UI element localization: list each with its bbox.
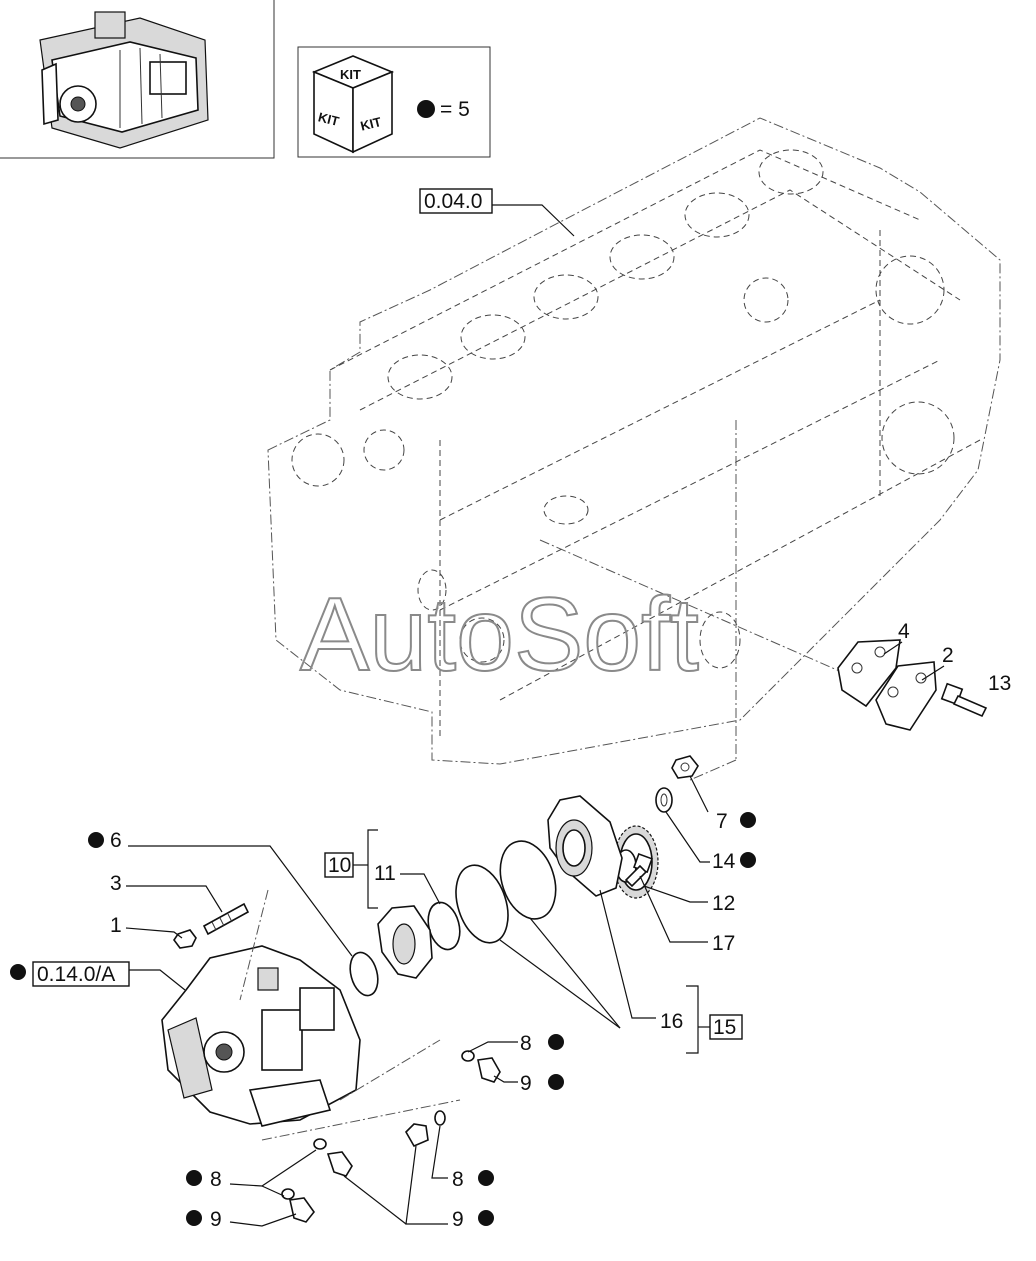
kit-face-left: KIT (317, 109, 341, 129)
part-washer-14 (655, 787, 673, 813)
part-nut-1 (173, 929, 197, 949)
callout-8c-label: 8 (210, 1168, 222, 1191)
part-seal-8a (461, 1050, 475, 1062)
callout-3-label: 3 (110, 872, 122, 895)
part-screw-17 (624, 853, 653, 888)
bullet-icon (478, 1210, 494, 1226)
callout-8c: 8 (186, 1149, 317, 1197)
ref-pump-label: 0.14.0/A (37, 963, 115, 986)
callout-7-label: 7 (716, 810, 728, 833)
part-oring-16a (499, 840, 557, 920)
engine-thumbnail-illustration (39, 11, 209, 149)
callout-9c: 9 (186, 1208, 297, 1231)
callout-17: 17 (639, 875, 735, 955)
group-15-label: 15 (713, 1016, 736, 1039)
callout-4: 4 (883, 620, 910, 655)
callout-2-label: 2 (942, 644, 954, 667)
part-seal-8d (281, 1188, 295, 1200)
kit-legend-value: = 5 (440, 98, 470, 121)
callout-8a-label: 8 (520, 1032, 532, 1055)
part-nut-7 (671, 755, 699, 779)
bullet-icon (548, 1074, 564, 1090)
bullet-icon (548, 1034, 564, 1050)
callout-16-label: 16 (660, 1010, 683, 1033)
part-hub-10 (377, 905, 433, 979)
callout-12-label: 12 (712, 892, 735, 915)
kit-face-right: KIT (359, 114, 383, 134)
callout-1: 1 (110, 914, 183, 939)
kit-cube-icon: KIT KIT KIT (311, 55, 395, 154)
engine-block-outline (267, 117, 1001, 781)
bullet-icon (10, 964, 26, 980)
bullet-icon (186, 1170, 202, 1186)
engine-thumbnail-panel (0, 0, 275, 159)
group-10: 10 (324, 829, 378, 909)
callout-9a: 9 (493, 1072, 564, 1095)
bullet-icon (478, 1170, 494, 1186)
callout-8b-label: 8 (452, 1168, 464, 1191)
part-plate-2 (875, 661, 937, 731)
kit-bullet-icon (417, 100, 435, 118)
ref-block-label: 0.04.0 (424, 190, 482, 213)
callout-8b: 8 (431, 1125, 494, 1191)
callout-9a-label: 9 (520, 1072, 532, 1095)
group-10-label: 10 (328, 854, 351, 877)
part-plug-9b (405, 1123, 429, 1148)
part-stud-3 (202, 902, 250, 936)
callout-6-label: 6 (110, 829, 122, 852)
part-plug-9d (289, 1197, 316, 1223)
part-flange-16 (547, 795, 623, 897)
callout-14-label: 14 (712, 850, 736, 873)
callout-8a: 8 (467, 1032, 564, 1055)
callout-12: 12 (643, 885, 735, 915)
watermark-text: AutoSoft (300, 577, 699, 693)
callout-17-label: 17 (712, 932, 735, 955)
kit-face-top: KIT (340, 67, 361, 82)
part-oring-6 (349, 951, 379, 997)
part-seal-8b (434, 1110, 446, 1126)
part-plug-9a (477, 1057, 501, 1083)
bullet-icon (740, 812, 756, 828)
part-plug-9c (326, 1151, 353, 1177)
callout-14: 14 (665, 811, 756, 873)
callout-1-label: 1 (110, 914, 122, 937)
callout-13: 13 (988, 672, 1011, 695)
callout-2: 2 (921, 644, 954, 681)
part-seal-8c (313, 1138, 327, 1150)
part-screw-13 (940, 682, 988, 718)
callout-6: 6 (88, 829, 353, 957)
group-15: 15 (686, 985, 743, 1054)
callout-16: 16 (499, 889, 683, 1033)
callout-13-label: 13 (988, 672, 1011, 695)
bullet-icon (88, 832, 104, 848)
part-oring-16b (455, 864, 509, 944)
callout-9b-label: 9 (452, 1208, 464, 1231)
callout-3: 3 (110, 872, 223, 913)
kit-legend-box: KIT KIT KIT = 5 (297, 46, 491, 158)
part-high-pressure-pump (161, 889, 461, 1141)
callout-4-label: 4 (898, 620, 910, 643)
bullet-icon (740, 852, 756, 868)
callout-11: 11 (374, 862, 441, 905)
callout-7: 7 (689, 775, 756, 833)
bullet-icon (186, 1210, 202, 1226)
ref-pump: 0.14.0/A (10, 961, 186, 991)
callout-9c-label: 9 (210, 1208, 222, 1231)
ref-block: 0.04.0 (419, 188, 575, 237)
callout-11-label: 11 (374, 862, 396, 885)
callout-9b: 9 (343, 1145, 494, 1231)
